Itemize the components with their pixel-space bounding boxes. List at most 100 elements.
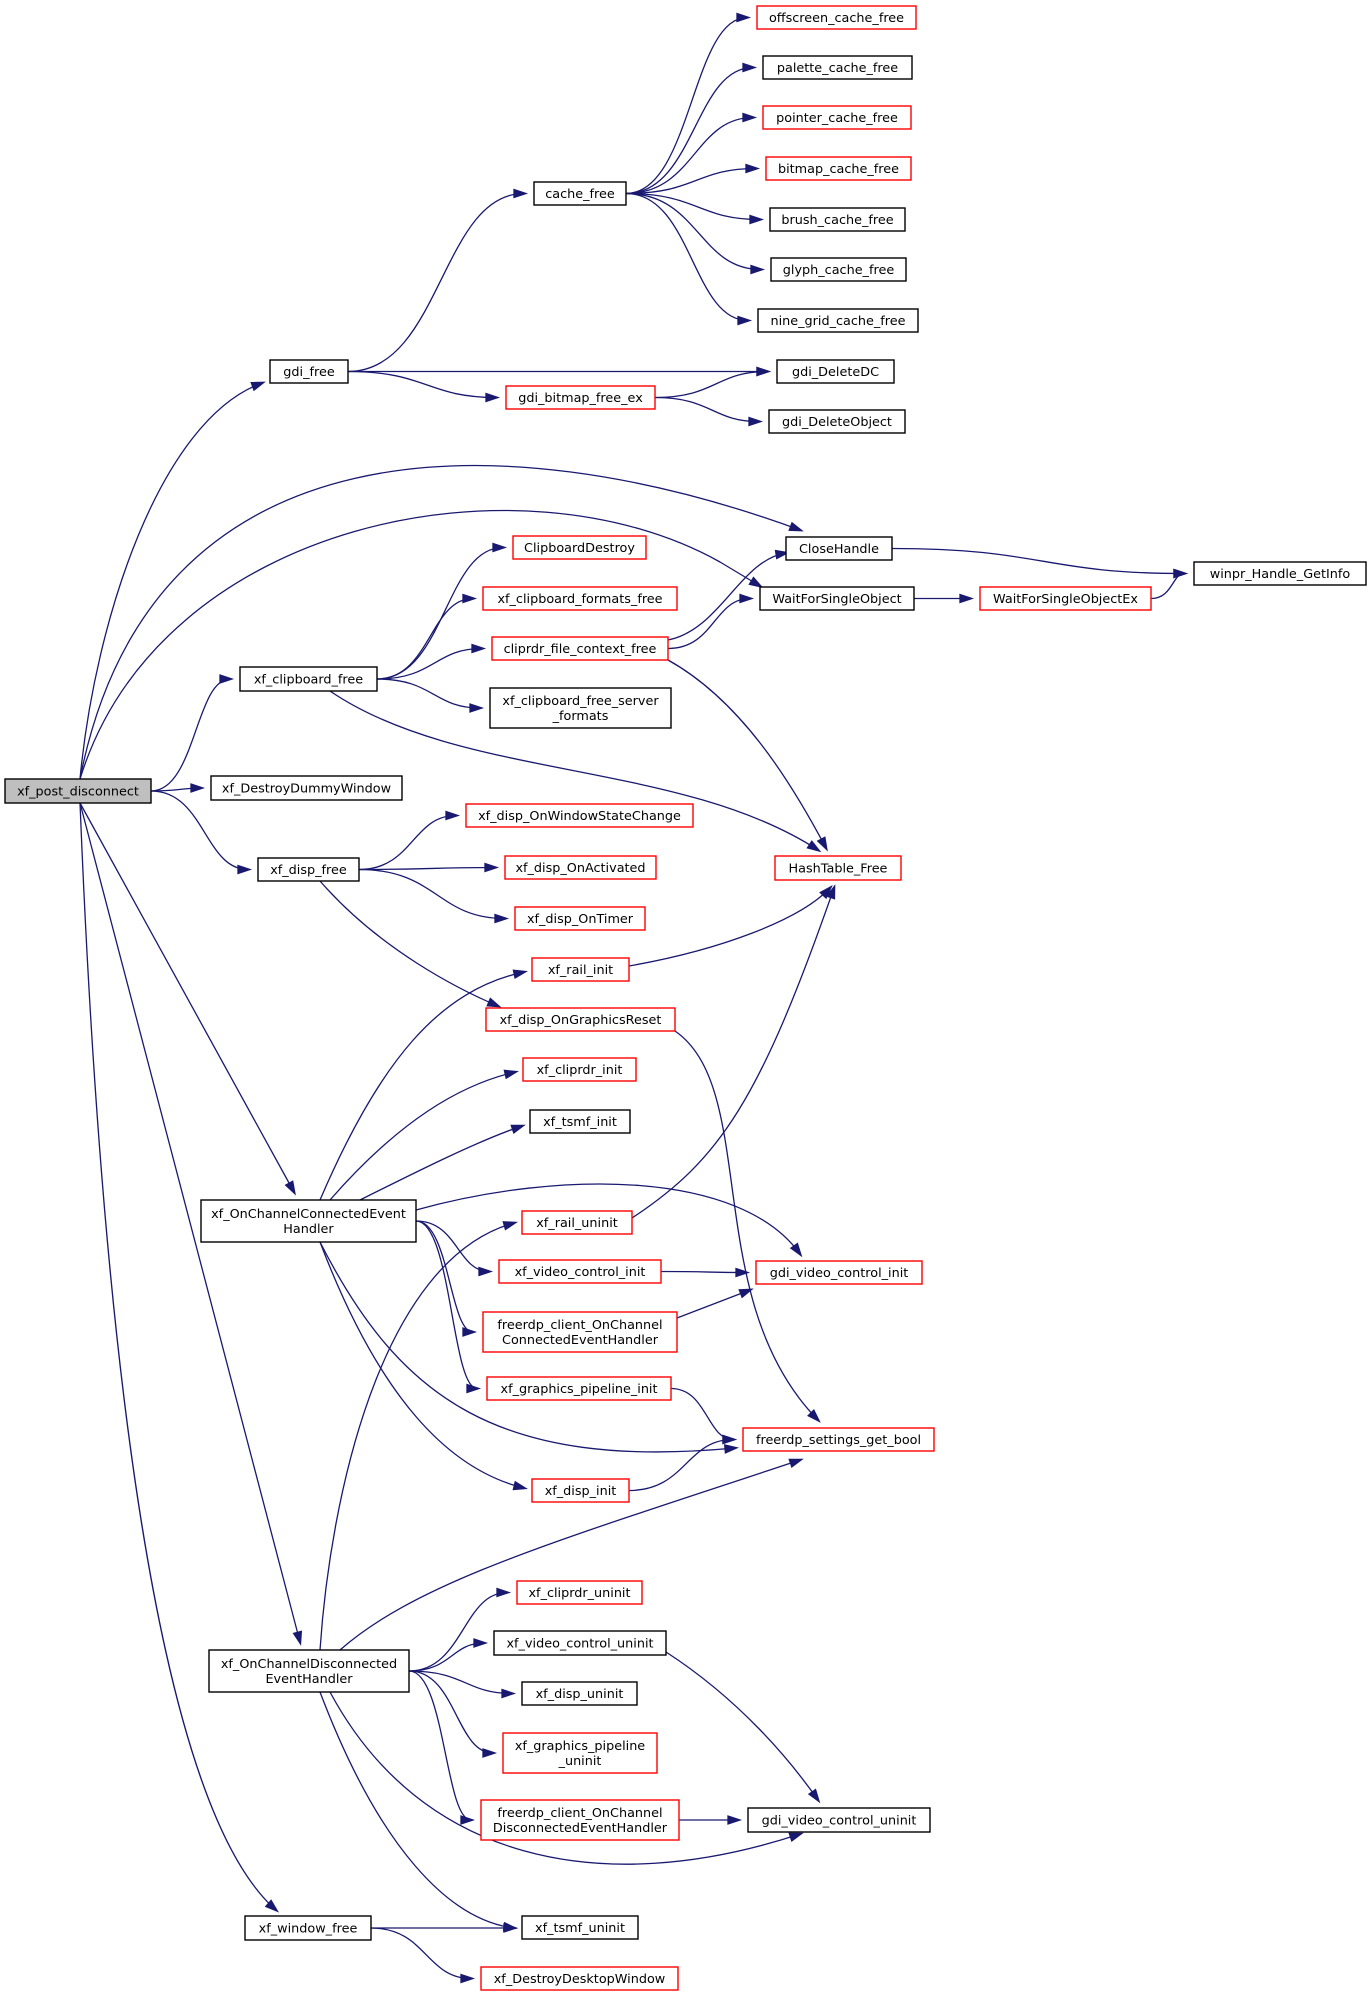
edge-xf_OnChannelDisconnectedEventHandler-to-xf_video_control_uninit bbox=[408, 1638, 489, 1672]
edges-layer bbox=[79, 12, 1189, 1984]
node-xf_tsmf_init[interactable]: xf_tsmf_init bbox=[529, 1109, 631, 1134]
node-label: xf_DestroyDummyWindow bbox=[222, 782, 391, 797]
node-winpr_Handle_GetInfo[interactable]: winpr_Handle_GetInfo bbox=[1193, 561, 1367, 586]
node-box bbox=[257, 857, 360, 882]
node-xf_DestroyDummyWindow[interactable]: xf_DestroyDummyWindow bbox=[210, 775, 403, 801]
node-label: freerdp_settings_get_bool bbox=[756, 1433, 921, 1448]
node-box bbox=[491, 636, 669, 661]
edge-xf_OnChannelDisconnectedEventHandler-to-freerdp_client_OnChannelDisconnectedEventHandler bbox=[408, 1670, 476, 1825]
node-CloseHandle[interactable]: CloseHandle bbox=[785, 536, 893, 561]
node-label: xf_video_control_init bbox=[515, 1265, 646, 1280]
node-offscreen_cache_free[interactable]: offscreen_cache_free bbox=[756, 5, 917, 30]
node-freerdp_client_OnChannelConnectedEventHandler[interactable]: freerdp_client_OnChannelConnectedEventHa… bbox=[482, 1311, 678, 1353]
node-box bbox=[200, 1199, 417, 1243]
node-cache_free[interactable]: cache_free bbox=[533, 181, 627, 206]
node-xf_disp_OnWindowStateChange[interactable]: xf_disp_OnWindowStateChange bbox=[465, 803, 694, 828]
node-box bbox=[757, 308, 919, 333]
node-xf_clipboard_formats_free[interactable]: xf_clipboard_formats_free bbox=[482, 586, 678, 611]
node-HashTable_Free[interactable]: HashTable_Free bbox=[774, 855, 902, 881]
node-xf_disp_OnTimer[interactable]: xf_disp_OnTimer bbox=[514, 906, 646, 931]
node-label: WaitForSingleObject bbox=[772, 592, 901, 607]
node-xf_window_free[interactable]: xf_window_free bbox=[244, 1915, 372, 1941]
node-xf_graphics_pipeline_uninit[interactable]: xf_graphics_pipeline_uninit bbox=[502, 1732, 658, 1774]
edge-xf_clipboard_free-to-xf_clipboard_free_server_formats bbox=[376, 678, 485, 713]
node-cliprdr_file_context_free[interactable]: cliprdr_file_context_free bbox=[491, 636, 669, 661]
node-brush_cache_free[interactable]: brush_cache_free bbox=[769, 207, 906, 232]
node-gdi_DeleteObject[interactable]: gdi_DeleteObject bbox=[768, 409, 906, 434]
node-gdi_DeleteDC[interactable]: gdi_DeleteDC bbox=[776, 359, 895, 384]
node-xf_graphics_pipeline_init[interactable]: xf_graphics_pipeline_init bbox=[486, 1376, 672, 1401]
node-palette_cache_free[interactable]: palette_cache_free bbox=[762, 55, 913, 80]
edge-xf_OnChannelDisconnectedEventHandler-to-gdi_video_control_uninit bbox=[329, 1691, 804, 1865]
edge-cliprdr_file_context_free-to-CloseHandle bbox=[667, 549, 791, 641]
edge-xf_disp_OnGraphicsReset-to-freerdp_settings_get_bool bbox=[674, 1030, 821, 1423]
edge-WaitForSingleObject-to-WaitForSingleObjectEx bbox=[914, 593, 975, 604]
node-gdi_video_control_uninit[interactable]: gdi_video_control_uninit bbox=[747, 1807, 931, 1833]
edge-xf_OnChannelConnectedEventHandler-to-xf_cliprdr_init bbox=[329, 1069, 519, 1201]
node-label: xf_post_disconnect bbox=[17, 785, 139, 800]
node-glyph_cache_free[interactable]: glyph_cache_free bbox=[770, 257, 907, 282]
node-label: xf_clipboard_formats_free bbox=[497, 592, 662, 607]
node-xf_tsmf_uninit[interactable]: xf_tsmf_uninit bbox=[521, 1915, 639, 1940]
node-label: brush_cache_free bbox=[781, 213, 893, 228]
node-box bbox=[493, 1630, 667, 1656]
node-ClipboardDestroy[interactable]: ClipboardDestroy bbox=[512, 535, 647, 560]
node-box bbox=[770, 257, 907, 282]
edge-CloseHandle-to-winpr_Handle_GetInfo bbox=[891, 547, 1189, 579]
node-freerdp_settings_get_bool[interactable]: freerdp_settings_get_bool bbox=[742, 1427, 935, 1452]
node-box bbox=[504, 855, 657, 880]
edge-cache_free-to-palette_cache_free bbox=[625, 62, 758, 195]
node-label: _uninit bbox=[558, 1754, 602, 1769]
node-xf_rail_init[interactable]: xf_rail_init bbox=[531, 957, 630, 982]
node-gdi_bitmap_free_ex[interactable]: gdi_bitmap_free_ex bbox=[505, 385, 656, 410]
node-gdi_free[interactable]: gdi_free bbox=[269, 359, 349, 384]
node-freerdp_client_OnChannelDisconnectedEventHandler[interactable]: freerdp_client_OnChannelDisconnectedEven… bbox=[480, 1799, 680, 1841]
node-xf_clipboard_free[interactable]: xf_clipboard_free bbox=[239, 666, 378, 692]
node-label: palette_cache_free bbox=[777, 61, 898, 76]
edge-xf_post_disconnect-to-gdi_free bbox=[79, 381, 266, 780]
node-xf_video_control_uninit[interactable]: xf_video_control_uninit bbox=[493, 1630, 667, 1656]
edge-xf_video_control_init-to-gdi_video_control_init bbox=[660, 1267, 751, 1278]
node-pointer_cache_free[interactable]: pointer_cache_free bbox=[762, 105, 912, 130]
node-label: winpr_Handle_GetInfo bbox=[1210, 567, 1351, 582]
node-xf_clipboard_free_server_formats[interactable]: xf_clipboard_free_server_formats bbox=[489, 687, 672, 729]
node-xf_video_control_init[interactable]: xf_video_control_init bbox=[498, 1259, 662, 1284]
node-bitmap_cache_free[interactable]: bitmap_cache_free bbox=[765, 156, 912, 181]
edge-freerdp_client_OnChannelConnectedEventHandler-to-gdi_video_control_init bbox=[676, 1288, 754, 1319]
node-label: gdi_video_control_uninit bbox=[762, 1814, 917, 1829]
node-xf_disp_uninit[interactable]: xf_disp_uninit bbox=[521, 1681, 638, 1706]
node-xf_cliprdr_init[interactable]: xf_cliprdr_init bbox=[522, 1057, 637, 1082]
edge-xf_OnChannelConnectedEventHandler-to-freerdp_client_OnChannelConnectedEventHandler bbox=[415, 1220, 478, 1337]
node-xf_cliprdr_uninit[interactable]: xf_cliprdr_uninit bbox=[516, 1580, 643, 1605]
node-box bbox=[465, 803, 694, 828]
node-label: xf_disp_init bbox=[545, 1484, 617, 1499]
node-box bbox=[514, 906, 646, 931]
node-xf_disp_OnActivated[interactable]: xf_disp_OnActivated bbox=[504, 855, 657, 880]
node-box bbox=[759, 586, 915, 611]
node-xf_DestroyDesktopWindow[interactable]: xf_DestroyDesktopWindow bbox=[480, 1966, 679, 1991]
node-label: xf_disp_OnGraphicsReset bbox=[500, 1013, 662, 1028]
node-xf_disp_OnGraphicsReset[interactable]: xf_disp_OnGraphicsReset bbox=[485, 1007, 676, 1032]
node-box bbox=[516, 1580, 643, 1605]
node-WaitForSingleObjectEx[interactable]: WaitForSingleObjectEx bbox=[979, 586, 1152, 611]
edge-xf_clipboard_free-to-HashTable_Free bbox=[329, 690, 822, 853]
node-box bbox=[762, 105, 912, 130]
node-xf_disp_init[interactable]: xf_disp_init bbox=[531, 1478, 630, 1503]
edge-cliprdr_file_context_free-to-WaitForSingleObject bbox=[667, 593, 755, 650]
node-box bbox=[489, 687, 672, 729]
node-box bbox=[486, 1376, 672, 1401]
node-box bbox=[1193, 561, 1367, 586]
node-xf_rail_uninit[interactable]: xf_rail_uninit bbox=[521, 1210, 633, 1235]
edge-xf_OnChannelDisconnectedEventHandler-to-freerdp_settings_get_bool bbox=[339, 1458, 804, 1651]
node-xf_disp_free[interactable]: xf_disp_free bbox=[257, 857, 360, 882]
node-nine_grid_cache_free[interactable]: nine_grid_cache_free bbox=[757, 308, 919, 333]
node-WaitForSingleObject[interactable]: WaitForSingleObject bbox=[759, 586, 915, 611]
node-gdi_video_control_init[interactable]: gdi_video_control_init bbox=[755, 1260, 923, 1285]
node-label: xf_tsmf_uninit bbox=[535, 1921, 625, 1936]
node-box bbox=[482, 1311, 678, 1353]
node-label: ConnectedEventHandler bbox=[502, 1333, 659, 1348]
node-label: xf_rail_uninit bbox=[536, 1216, 618, 1231]
node-box bbox=[769, 207, 906, 232]
